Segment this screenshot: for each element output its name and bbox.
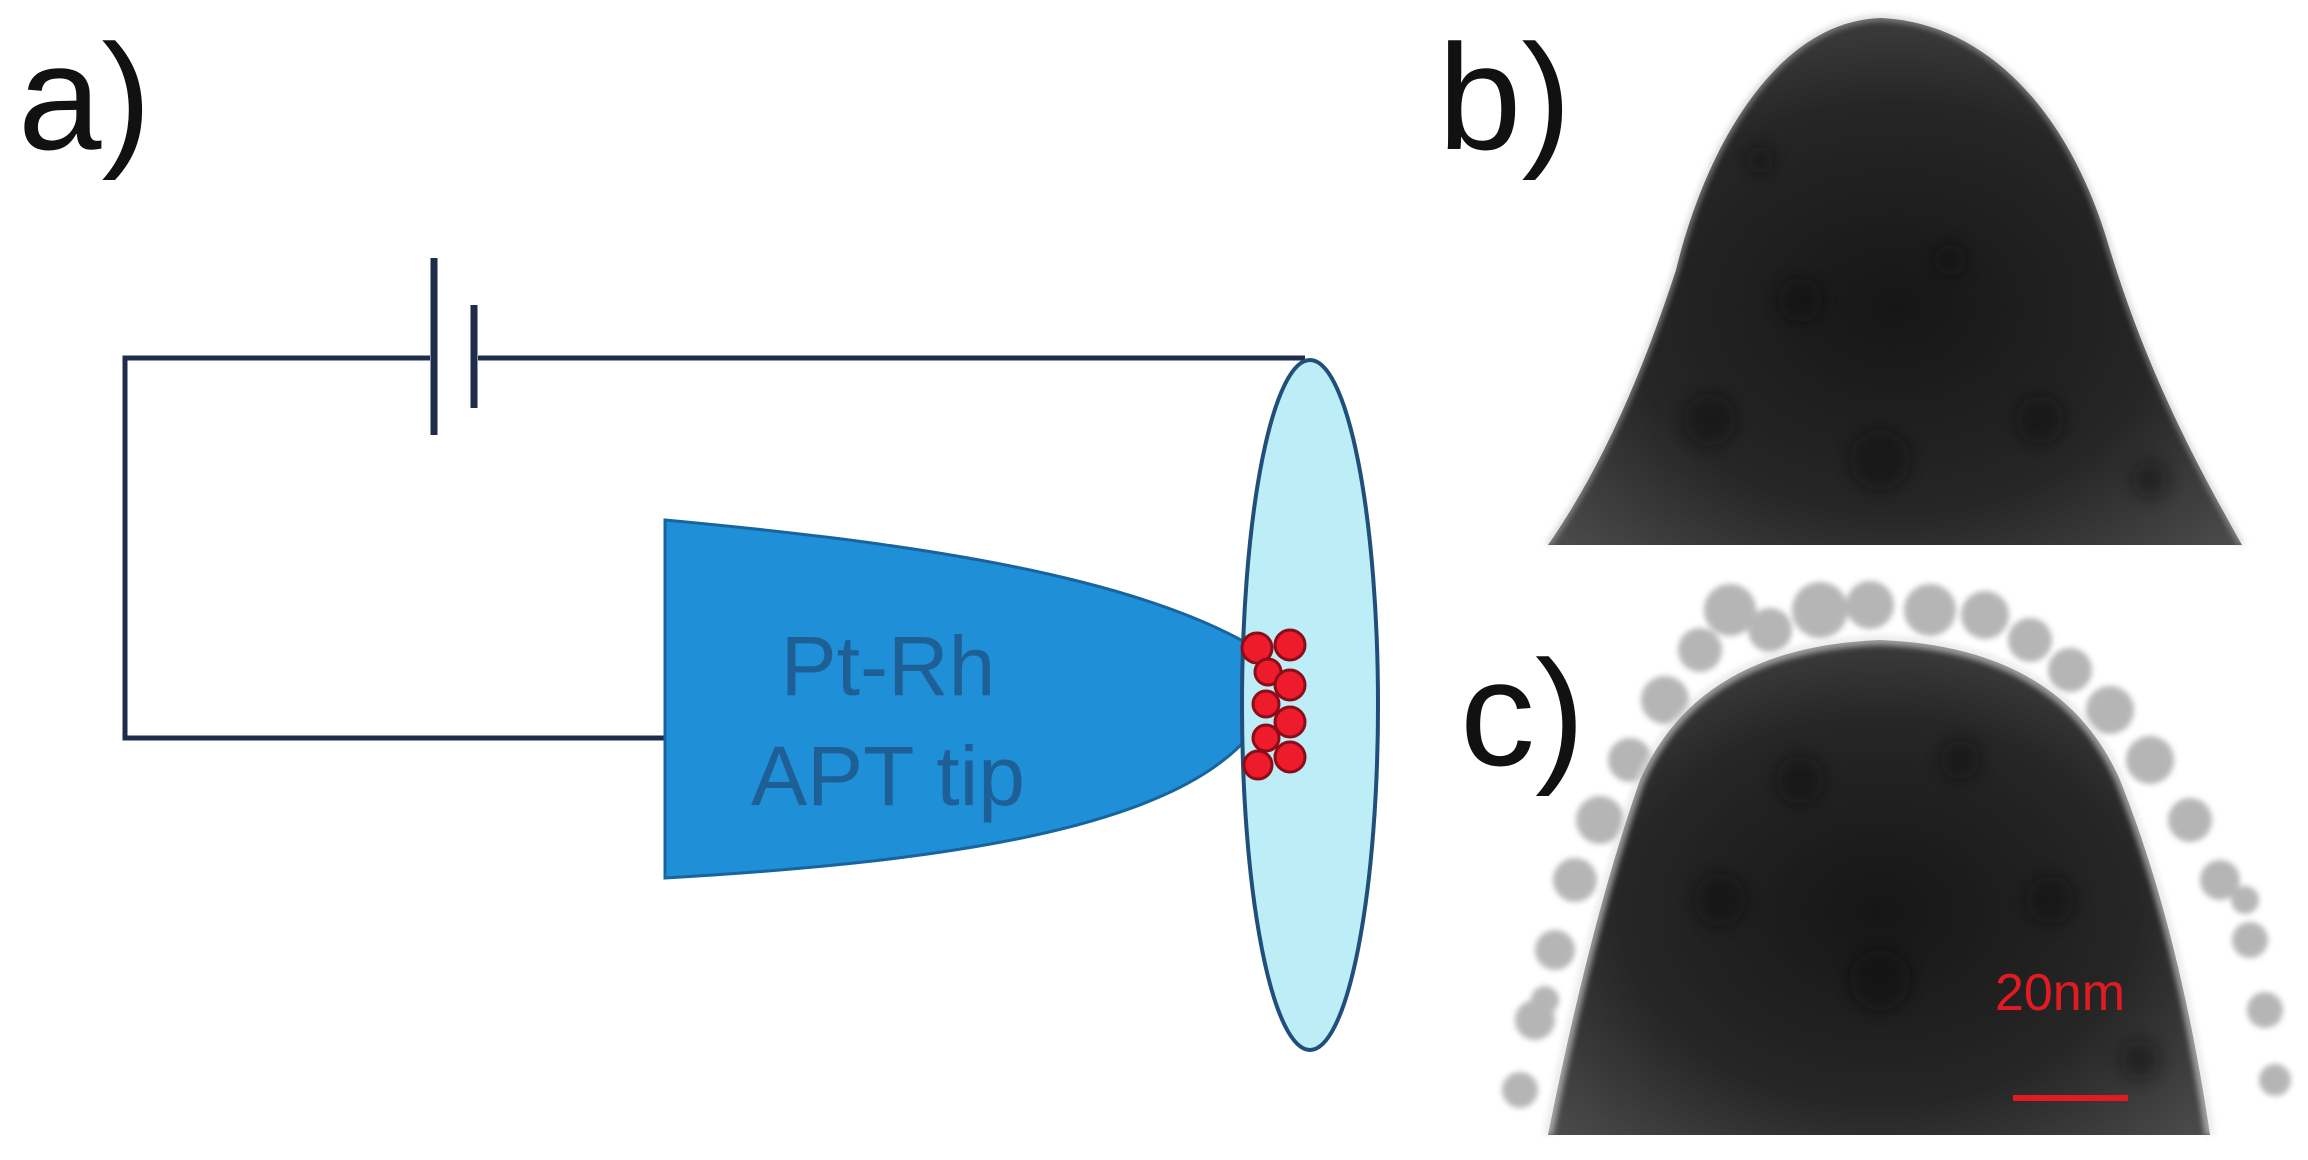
scale-bar-label: 20nm [1995,964,2125,1022]
wire-top [122,355,665,741]
detector-ellipse [1240,358,1380,1052]
particle-coating [1502,581,2291,1108]
tip-label-line2: APT tip [751,729,1025,823]
tem-tip-c [1548,640,2210,1135]
battery-symbol [430,258,478,435]
tem-image-b [1545,14,2245,547]
panel-label-b: b) [1438,13,1572,181]
evaporated-atoms [1240,628,1307,781]
circuit-wires [122,355,1305,741]
tip-label-line1: Pt-Rh [781,619,996,713]
tem-image-c: 20nm [1502,581,2291,1136]
panel-label-c: c) [1460,629,1585,797]
panel-label-a: a) [18,13,152,181]
